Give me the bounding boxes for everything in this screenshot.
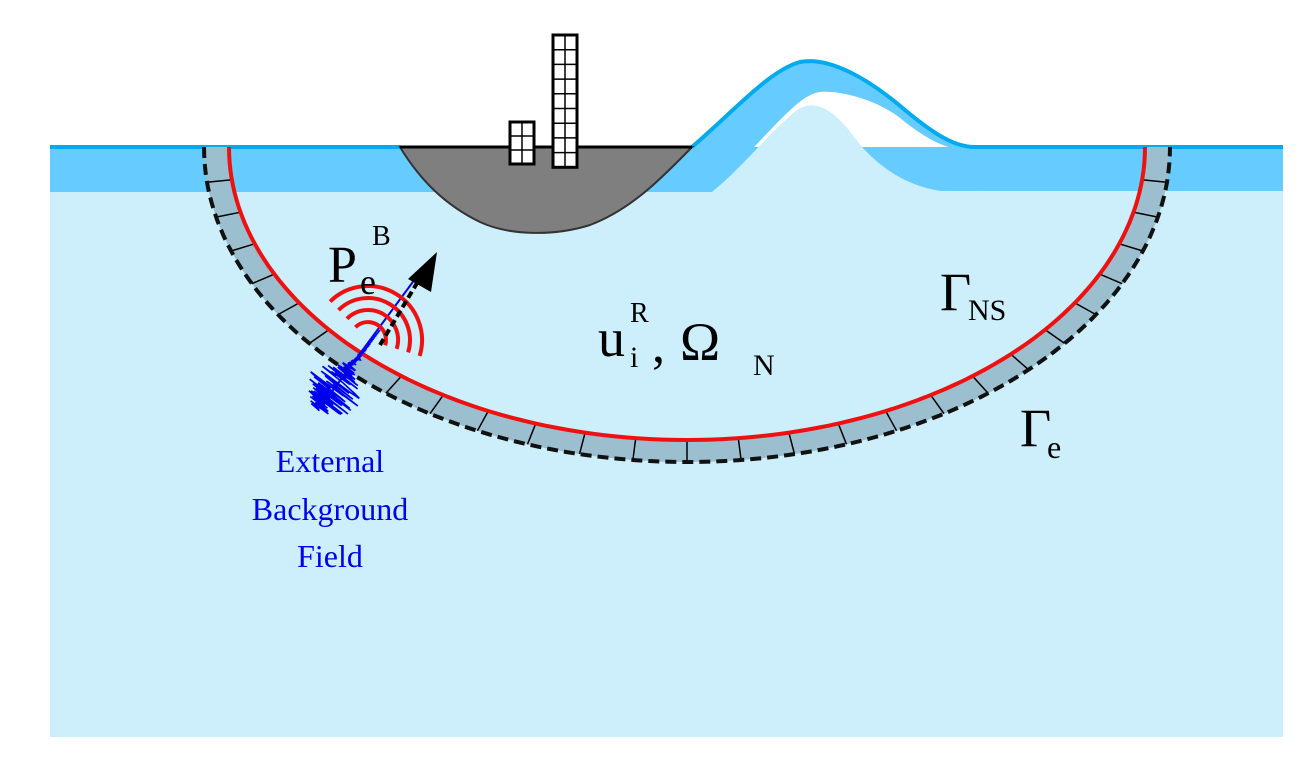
absorbing-layer-tick xyxy=(972,375,989,394)
absorbing-layer-tick xyxy=(476,410,489,432)
label-external: External xyxy=(276,443,385,479)
absorbing-layer-tick xyxy=(206,179,232,184)
label-pe: P xyxy=(328,237,357,294)
wavefront-arc xyxy=(345,307,401,350)
absorbing-layer-tick xyxy=(230,243,255,252)
label-gamma-e-main: Γ xyxy=(1020,398,1051,458)
boundary-gamma-ns xyxy=(227,146,1147,443)
absorbing-layer-tick xyxy=(930,394,945,415)
seismogram-icon xyxy=(308,329,381,416)
label-u-main: u xyxy=(598,308,625,368)
absorbing-layer-tick xyxy=(1044,329,1066,345)
label-background: Background xyxy=(252,491,408,527)
absorbing-layer-tick xyxy=(251,273,275,285)
arrow-shaft xyxy=(378,276,422,347)
absorbing-layer-tick xyxy=(837,423,848,445)
label-gamma-e-sub: e xyxy=(1047,429,1061,465)
absorbing-layer-tick xyxy=(1119,243,1144,252)
hill-topography xyxy=(650,61,1283,192)
absorbing-layer-tick xyxy=(632,438,637,461)
label-comma: , xyxy=(652,317,665,374)
building-icon xyxy=(508,120,536,166)
absorbing-layer-tick xyxy=(788,432,796,455)
label-pe-sub: e xyxy=(360,262,376,302)
absorbing-layer-tick xyxy=(215,211,241,218)
absorbing-layer-tick xyxy=(1142,179,1168,184)
absorbing-layer-tick xyxy=(885,410,898,432)
absorbing-layer-tick xyxy=(1010,353,1029,371)
absorbing-layer-tick xyxy=(1074,302,1097,316)
label-u-sup: R xyxy=(630,298,649,329)
absorbing-layer-tick xyxy=(737,438,742,461)
hill-interior xyxy=(650,105,1000,200)
wavefront-arc xyxy=(328,284,424,357)
absorbing-layer-ticks xyxy=(206,179,1168,462)
label-gamma-ns-main: Γ xyxy=(940,262,971,322)
label-gamma-ns-sub: NS xyxy=(968,294,1006,327)
absorbing-layer-tick xyxy=(1099,273,1123,285)
free-surface-line xyxy=(50,59,1283,149)
absorbing-layer-tick xyxy=(308,329,330,345)
absorbing-layer-tick xyxy=(1133,211,1159,218)
label-field: Field xyxy=(297,538,363,574)
absorbing-layer-tick xyxy=(526,423,537,445)
sedimentary-basin xyxy=(398,146,695,234)
label-pe-sup: B xyxy=(372,221,391,252)
label-omega-main: Ω xyxy=(680,312,720,372)
boundary-gamma-e xyxy=(202,146,1172,465)
absorbing-layer-tick xyxy=(429,394,444,415)
absorbing-layer-tick xyxy=(385,375,402,394)
label-pe-main: P xyxy=(328,237,357,294)
absorbing-layer-tick xyxy=(277,302,300,316)
label-omega-sub: N xyxy=(753,349,775,382)
wavefront-arc xyxy=(337,296,412,353)
wavefront-icon xyxy=(328,284,424,357)
label-u-sub: i xyxy=(630,341,638,374)
wavefront-arc xyxy=(354,320,388,346)
absorbing-layer-tick xyxy=(578,432,586,455)
building-icon xyxy=(551,33,579,169)
arrow-icon xyxy=(408,252,437,292)
